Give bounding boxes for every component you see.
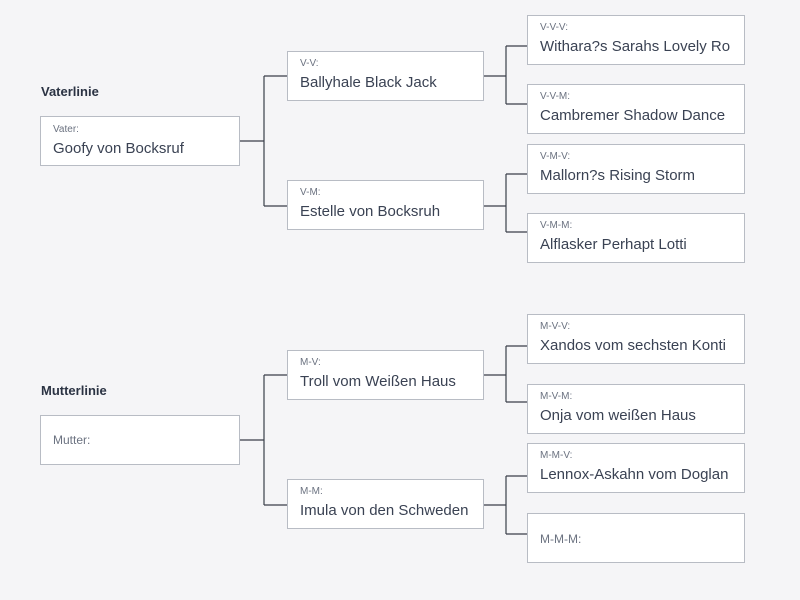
vvv-label: V-V-V:	[540, 22, 568, 33]
vmv-name: Mallorn?s Rising Storm	[540, 167, 696, 184]
dam-label: Mutter:	[53, 433, 91, 447]
connector-mv	[484, 345, 527, 403]
mmm-label: M-M-M:	[540, 532, 582, 546]
mvv-label: M-V-V:	[540, 321, 571, 332]
vm-label: V-M:	[300, 187, 321, 198]
mm-box[interactable]: M-M: Imula von den Schweden	[287, 479, 484, 529]
vv-label: V-V:	[300, 58, 319, 69]
mv-name: Troll vom Weißen Haus	[300, 373, 456, 390]
mvm-box[interactable]: M-V-M: Onja vom weißen Haus	[527, 384, 745, 434]
vvm-name: Cambremer Shadow Dance	[540, 107, 726, 124]
vvv-box[interactable]: V-V-V: Withara?s Sarahs Lovely Ro	[527, 15, 745, 65]
mmv-label: M-M-V:	[540, 450, 573, 461]
mm-label: M-M:	[300, 486, 323, 497]
vv-box[interactable]: V-V: Ballyhale Black Jack	[287, 51, 484, 101]
vm-name: Estelle von Bocksruh	[300, 203, 441, 220]
sire-box[interactable]: Vater: Goofy von Bocksruf	[40, 116, 240, 166]
mmv-name: Lennox-Askahn vom Doglan	[540, 466, 729, 483]
vmv-label: V-M-V:	[540, 151, 571, 162]
mvv-name: Xandos vom sechsten Konti	[540, 337, 726, 354]
vvv-name: Withara?s Sarahs Lovely Ro	[540, 38, 731, 55]
mmv-box[interactable]: M-M-V: Lennox-Askahn vom Doglan	[527, 443, 745, 493]
sire-label: Vater:	[53, 124, 79, 135]
mv-label: M-V:	[300, 357, 321, 368]
connector-vater	[240, 75, 287, 207]
mvm-label: M-V-M:	[540, 391, 573, 402]
vmm-label: V-M-M:	[540, 220, 573, 231]
mv-box[interactable]: M-V: Troll vom Weißen Haus	[287, 350, 484, 400]
mmm-box[interactable]: M-M-M:	[527, 513, 745, 563]
father-line-heading: Vaterlinie	[41, 84, 99, 99]
connector-vv	[484, 45, 527, 105]
mother-line-heading: Mutterlinie	[41, 383, 107, 398]
vmm-name: Alflasker Perhapt Lotti	[540, 236, 687, 253]
vvm-box[interactable]: V-V-M: Cambremer Shadow Dance	[527, 84, 745, 134]
vv-name: Ballyhale Black Jack	[300, 74, 437, 91]
vvm-label: V-V-M:	[540, 91, 571, 102]
mvv-box[interactable]: M-V-V: Xandos vom sechsten Konti	[527, 314, 745, 364]
connector-mutter	[240, 374, 287, 506]
vmm-box[interactable]: V-M-M: Alflasker Perhapt Lotti	[527, 213, 745, 263]
sire-name: Goofy von Bocksruf	[53, 140, 184, 157]
vm-box[interactable]: V-M: Estelle von Bocksruh	[287, 180, 484, 230]
mm-name: Imula von den Schweden	[300, 502, 469, 519]
dam-box[interactable]: Mutter:	[40, 415, 240, 465]
vmv-box[interactable]: V-M-V: Mallorn?s Rising Storm	[527, 144, 745, 194]
mvm-name: Onja vom weißen Haus	[540, 407, 696, 424]
connector-mm	[484, 475, 527, 535]
connector-vm	[484, 173, 527, 233]
